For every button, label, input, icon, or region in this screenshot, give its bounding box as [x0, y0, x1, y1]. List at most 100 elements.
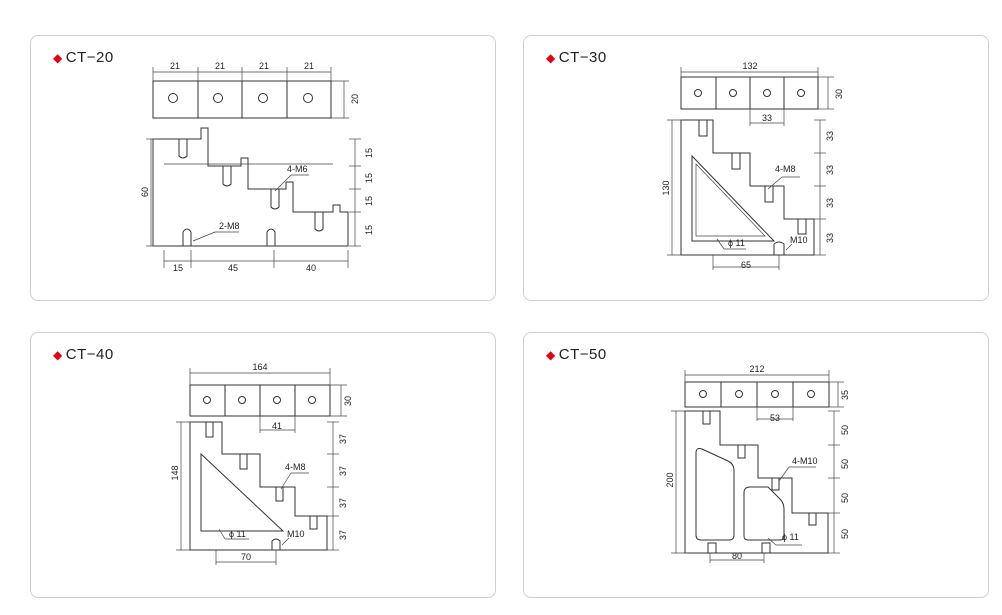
card-title-text: CT−20 — [65, 49, 114, 66]
label-hole: ϕ 11 — [229, 529, 246, 539]
bolt-m8 — [797, 219, 807, 235]
red-diamond-icon: ◆ — [53, 347, 63, 362]
dim-step-3: 33 — [825, 198, 835, 208]
product-card-ct40: ◆ CT−40 164 30 41 4-M8 ϕ 11 — [30, 332, 496, 598]
bolt-m8 — [205, 422, 214, 438]
stepped-body — [152, 127, 349, 247]
bolt-m8 — [698, 120, 708, 137]
label-bolt: 4-M6 — [287, 164, 308, 174]
bolt-hole — [258, 93, 268, 103]
bolt-m8 — [309, 516, 318, 530]
dim-bottom: 80 — [732, 551, 742, 561]
dim-bottom-2: 45 — [228, 263, 238, 273]
bolt-hole — [807, 390, 815, 398]
red-diamond-icon: ◆ — [53, 50, 63, 65]
card-title-text: CT−30 — [558, 49, 607, 66]
dim-pitch: 33 — [762, 113, 772, 123]
bolt-m6 — [270, 189, 280, 210]
dim-thickness: 30 — [343, 396, 353, 406]
bolt-hole — [308, 396, 316, 404]
hole — [707, 542, 717, 553]
card-title: ◆ CT−50 — [546, 346, 607, 363]
dim-step-2: 33 — [825, 165, 835, 175]
card-title: ◆ CT−20 — [53, 49, 114, 66]
hole — [761, 542, 771, 553]
dim-step-1: 37 — [338, 434, 348, 444]
bolt-m8 — [275, 487, 284, 502]
triangle-cutout — [200, 452, 285, 532]
bolt-m10 — [702, 411, 711, 425]
dim-top-3: 21 — [259, 61, 269, 71]
bolt-m8 — [731, 153, 741, 170]
dim-step-4: 50 — [840, 529, 850, 539]
ct40-drawing: 164 30 41 4-M8 ϕ 11 M10 148 37 37 — [170, 362, 353, 565]
bolt-hole — [763, 89, 771, 97]
dim-height: 130 — [661, 180, 671, 195]
stepped-body — [680, 119, 815, 256]
red-diamond-icon: ◆ — [546, 50, 556, 65]
dim-step-3: 37 — [338, 498, 348, 508]
ct30-drawing: 132 30 33 4-M8 ϕ 11 M10 130 — [661, 61, 844, 270]
dim-bottom: 70 — [241, 552, 251, 562]
card-title: ◆ CT−40 — [53, 346, 114, 363]
dim-pitch: 53 — [770, 413, 780, 423]
bolt-hole — [303, 93, 313, 103]
dim-step-3: 50 — [840, 493, 850, 503]
bolt-hole — [699, 390, 707, 398]
bolt-hole — [213, 93, 223, 103]
bolt-m8 — [764, 186, 774, 203]
dim-top: 164 — [252, 362, 267, 372]
bolt-hole — [735, 390, 743, 398]
dim-top-4: 21 — [304, 61, 314, 71]
cutout-right — [743, 486, 785, 541]
dim-step-4: 33 — [825, 233, 835, 243]
ct20-drawing: 21 21 21 21 20 4-M6 2-M8 60 — [140, 61, 374, 273]
dim-pitch: 41 — [272, 421, 282, 431]
dim-step-1: 33 — [825, 131, 835, 141]
bolt-m10 — [737, 445, 746, 459]
dim-thickness: 35 — [840, 390, 850, 400]
dim-height: 148 — [170, 465, 180, 480]
bolt-m8 — [239, 454, 248, 470]
label-hole: ϕ 11 — [782, 532, 799, 542]
bolt-m6 — [178, 139, 188, 159]
card-title-text: CT−40 — [65, 346, 114, 363]
dim-step-4: 37 — [338, 530, 348, 540]
dim-step-2: 50 — [840, 459, 850, 469]
label-screw: M10 — [790, 235, 808, 245]
dim-thickness: 30 — [834, 89, 844, 99]
label-screw: M10 — [287, 529, 305, 539]
dim-bottom-3: 40 — [306, 263, 316, 273]
dim-top-1: 21 — [170, 61, 180, 71]
dim-step-2: 37 — [338, 466, 348, 476]
dim-thickness: 20 — [350, 94, 360, 104]
hole-m8 — [182, 228, 192, 246]
dim-step-4: 15 — [364, 225, 374, 235]
bolt-m10 — [771, 478, 780, 491]
product-card-ct50: ◆ CT−50 212 35 53 4-M10 — [523, 332, 989, 598]
bolt-hole — [273, 396, 281, 404]
bolt-hole — [771, 390, 779, 398]
product-card-ct20: ◆ CT−20 21 21 21 21 20 — [30, 35, 496, 301]
bolt-hole — [797, 89, 805, 97]
dim-top: 132 — [742, 61, 757, 71]
bolt-hole — [729, 89, 737, 97]
bolt-m6 — [222, 166, 232, 187]
dim-height: 200 — [665, 472, 675, 487]
bolt-hole — [203, 396, 211, 404]
dim-step-1: 15 — [364, 148, 374, 158]
bolt-hole — [238, 396, 246, 404]
label-hole: ϕ 11 — [728, 238, 745, 248]
screw-m10 — [773, 241, 785, 255]
bolt-m6 — [314, 212, 324, 232]
label-bolt: 4-M8 — [285, 462, 306, 472]
card-title: ◆ CT−30 — [546, 49, 607, 66]
dim-bottom-1: 15 — [173, 263, 183, 273]
dim-top-2: 21 — [215, 61, 225, 71]
card-title-text: CT−50 — [558, 346, 607, 363]
ct50-drawing: 212 35 53 4-M10 ϕ 11 200 50 50 — [665, 364, 850, 563]
label-bolt: 4-M8 — [775, 164, 796, 174]
cutout-left — [695, 448, 735, 541]
dim-height: 60 — [140, 187, 150, 197]
label-hole: 2-M8 — [219, 221, 240, 231]
